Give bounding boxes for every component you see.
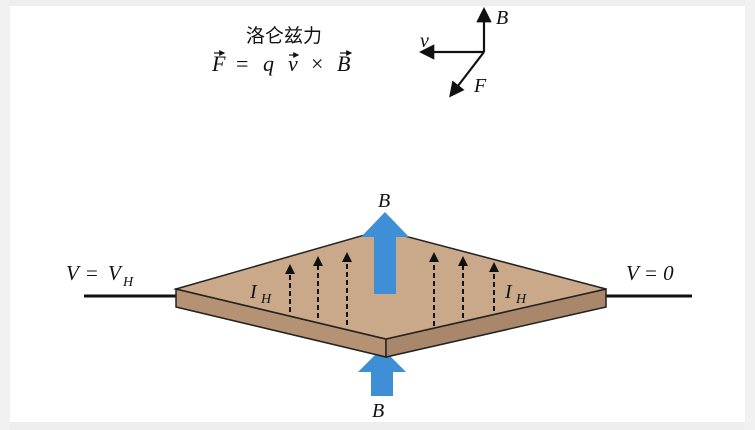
b-top-label: B bbox=[378, 190, 390, 212]
formula: F = q v × B bbox=[211, 50, 353, 76]
svg-text:I: I bbox=[504, 281, 513, 303]
frame-top bbox=[0, 0, 755, 6]
voltage-label-left: V = V H bbox=[66, 261, 134, 290]
b-field-arrow-top bbox=[361, 212, 409, 294]
title-text: 洛仑兹力 bbox=[246, 25, 322, 47]
formula-f: F bbox=[211, 51, 226, 76]
svg-text:=: = bbox=[86, 261, 98, 285]
b-vector-label: B bbox=[496, 7, 508, 29]
current-label-left: I H bbox=[249, 281, 272, 307]
formula-q: q bbox=[263, 51, 274, 76]
svg-text:V: V bbox=[108, 261, 123, 285]
svg-text:I: I bbox=[249, 281, 258, 303]
v-vector-label: v bbox=[420, 30, 429, 52]
frame-right bbox=[745, 0, 755, 430]
svg-text:H: H bbox=[260, 292, 272, 307]
voltage-label-right: V = 0 bbox=[626, 261, 674, 285]
hall-current-arrows bbox=[285, 252, 499, 326]
frame-bottom bbox=[0, 422, 755, 430]
svg-text:H: H bbox=[122, 275, 134, 290]
formula-b: B bbox=[337, 51, 350, 76]
svg-text:V: V bbox=[66, 261, 81, 285]
formula-times: × bbox=[311, 51, 323, 76]
b-field-arrow-bottom bbox=[358, 348, 406, 396]
f-vector-label: F bbox=[473, 75, 487, 97]
current-label-right: I H bbox=[504, 281, 527, 307]
formula-v: v bbox=[288, 51, 298, 76]
frame-left bbox=[0, 0, 10, 430]
formula-eq: = bbox=[236, 51, 248, 76]
f-vector-arrow bbox=[449, 51, 485, 98]
b-bottom-label: B bbox=[372, 400, 384, 422]
vector-diagram bbox=[418, 6, 492, 98]
svg-text:H: H bbox=[515, 292, 527, 307]
